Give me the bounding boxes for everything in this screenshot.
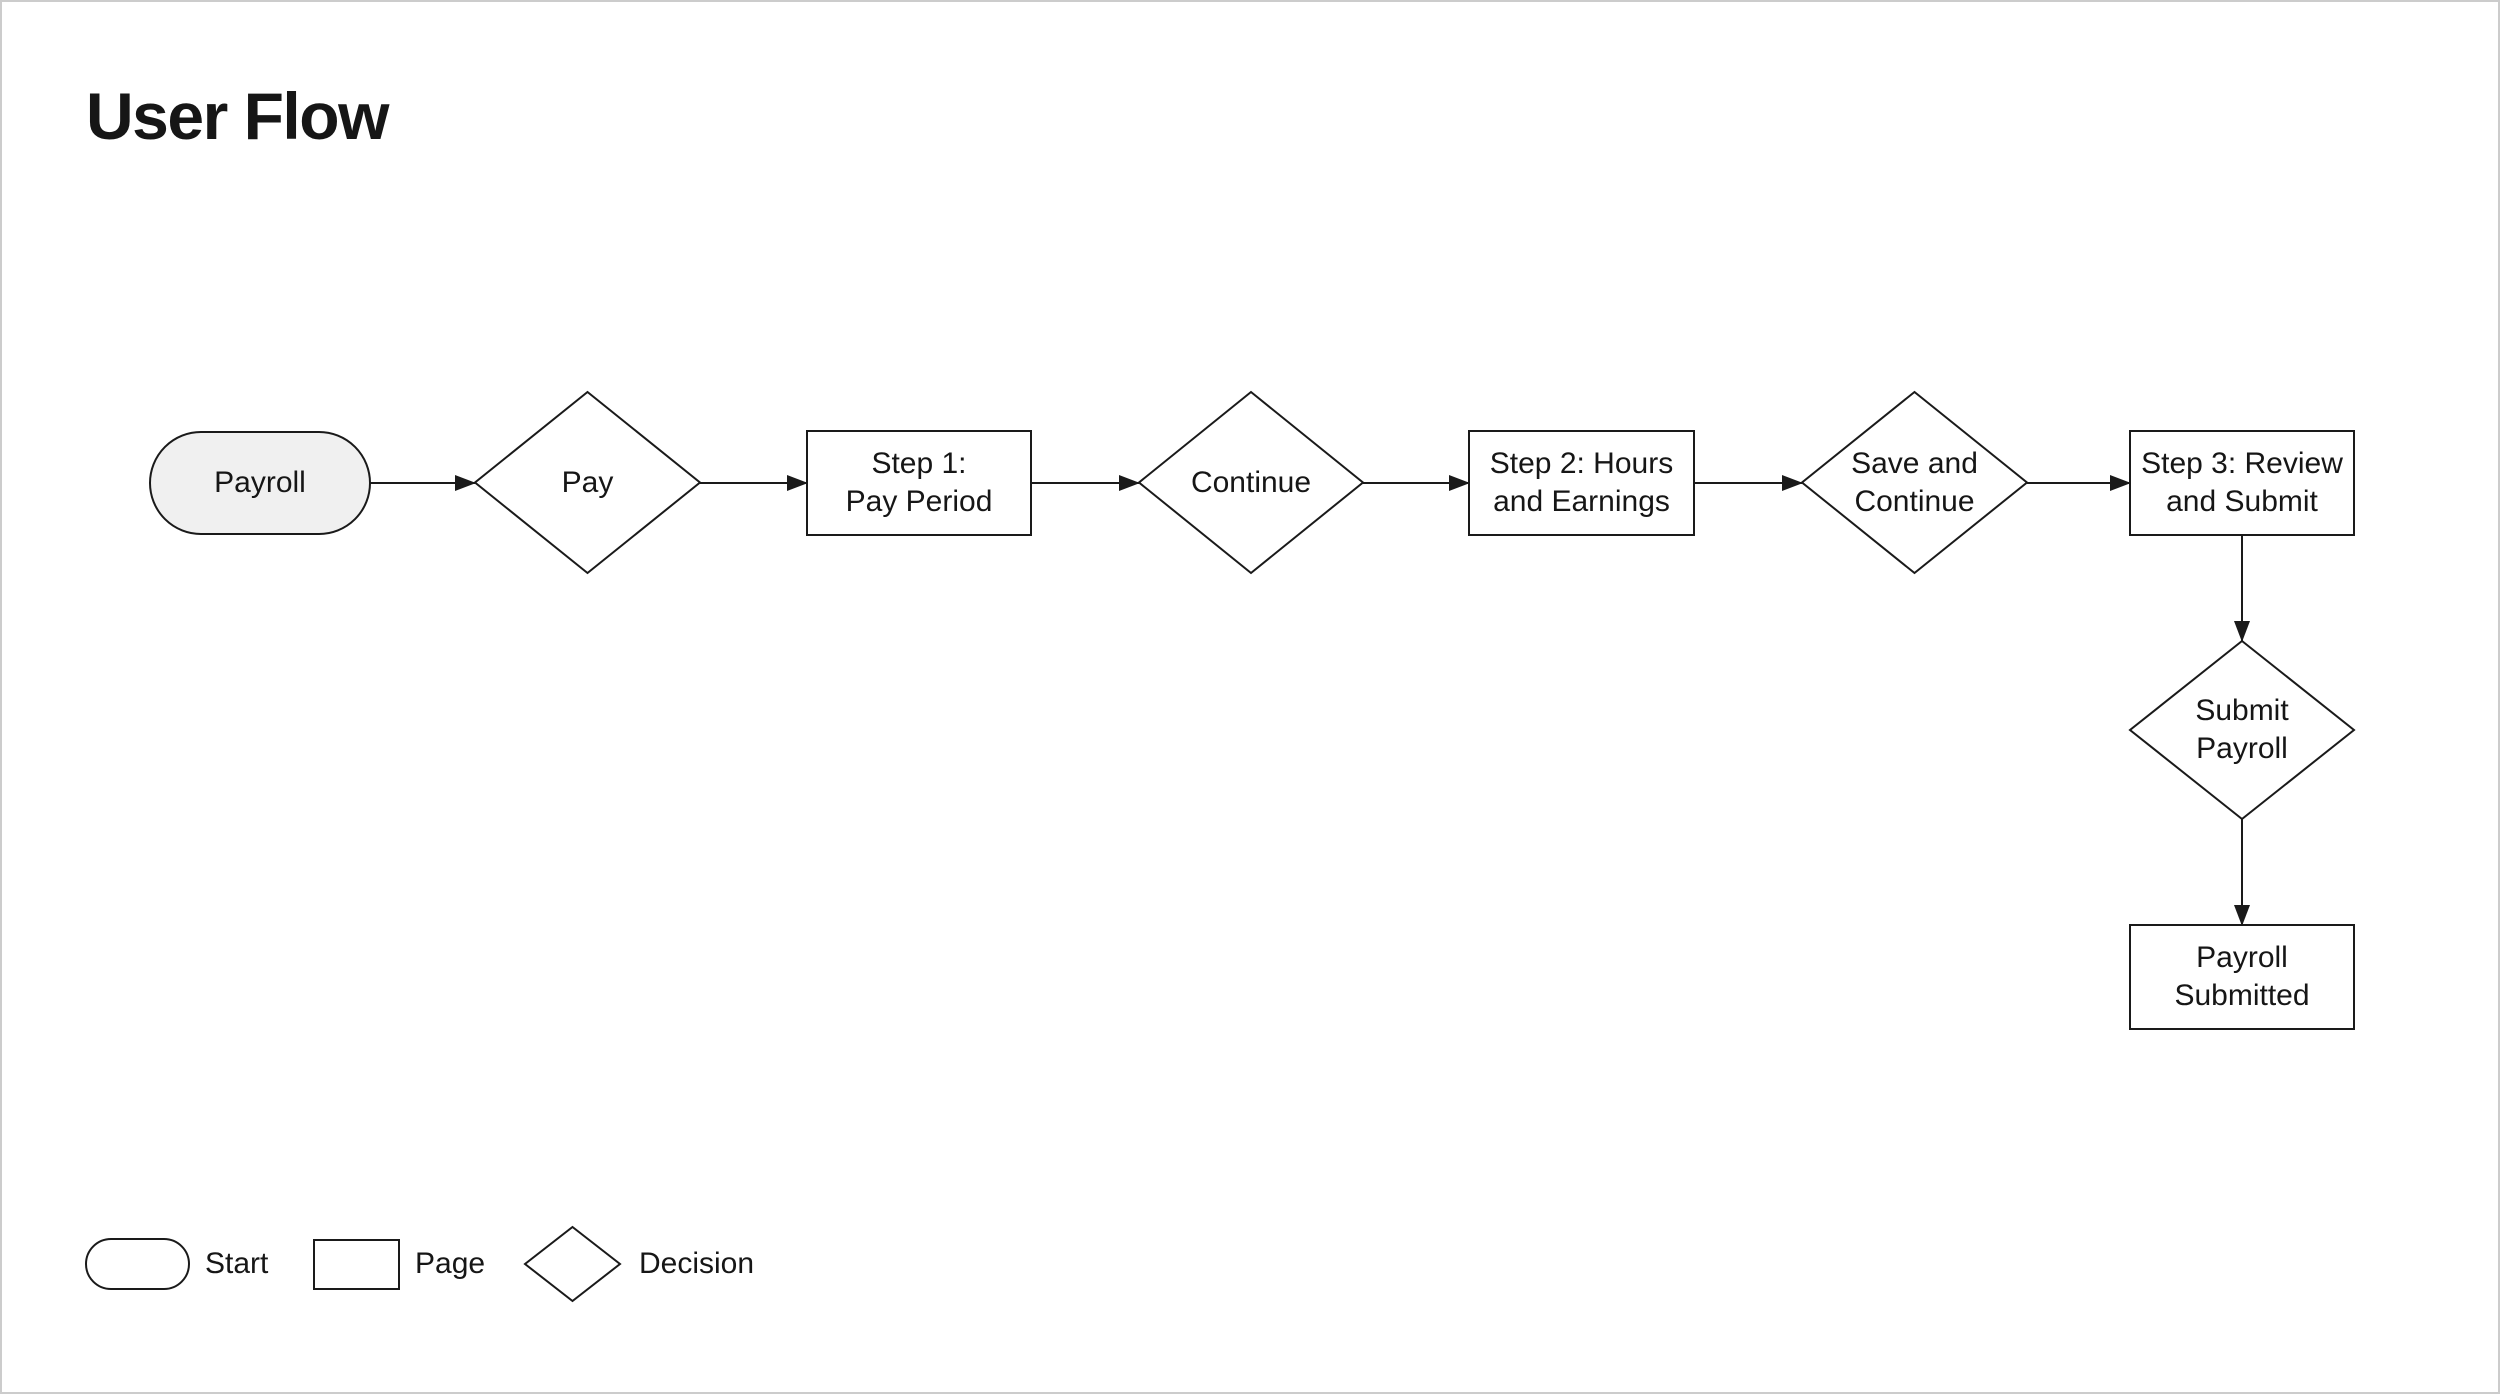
node-payroll-shape xyxy=(149,431,371,535)
legend-decision-shape xyxy=(523,1225,622,1303)
node-submit-payroll-shape xyxy=(2128,639,2356,821)
node-payroll-submitted-shape xyxy=(2129,924,2355,1030)
node-payroll-label: Payroll xyxy=(214,466,306,499)
node-step3-label: Step 3: Review and Submit xyxy=(2141,447,2343,518)
legend-page-shape xyxy=(313,1239,400,1290)
legend-start-shape xyxy=(85,1238,190,1290)
node-step2-shape xyxy=(1468,430,1695,536)
node-continue-shape xyxy=(1137,390,1365,575)
node-step2-label: Step 2: Hours and Earnings xyxy=(1489,447,1674,518)
node-payroll-submitted-label: Payroll Submitted xyxy=(2174,941,2310,1012)
legend-page-label: Page xyxy=(415,1247,486,1280)
node-step1-label: Step 1: Pay Period xyxy=(845,447,993,518)
node-submit-payroll-label: Submit Payroll xyxy=(2195,694,2289,765)
node-pay-shape xyxy=(473,390,702,575)
node-continue-label: Continue xyxy=(1190,465,1312,499)
node-step3-shape xyxy=(2129,430,2355,536)
legend-start-label: Start xyxy=(205,1247,269,1280)
node-pay-label: Pay xyxy=(561,465,614,499)
legend-decision-label: Decision xyxy=(639,1247,755,1280)
page-title: User Flow xyxy=(86,79,389,153)
node-save-and-continue-shape xyxy=(1800,390,2029,575)
node-step1-shape xyxy=(806,430,1032,536)
node-save-and-continue-label: Save and Continue xyxy=(1851,446,1978,518)
